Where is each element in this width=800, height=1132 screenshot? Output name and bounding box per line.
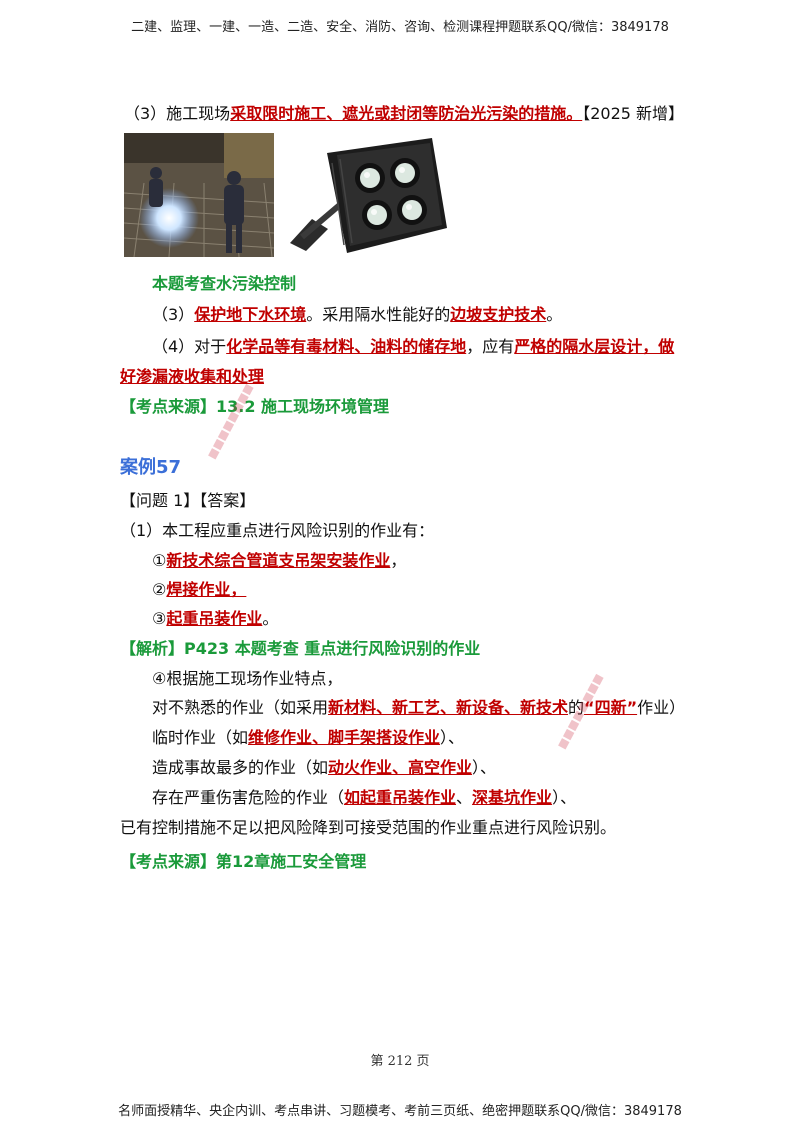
l3-b: ）、 — [472, 758, 497, 777]
floodlight-photo — [282, 133, 454, 257]
answer-tail: 。 — [262, 609, 279, 628]
water-item3-highlight2: 边坡支护技术 — [450, 305, 547, 324]
floodlight-icon — [290, 138, 447, 253]
analysis-line-3: 造成事故最多的作业（如动火作业、高空作业）、 — [152, 757, 496, 779]
case-source: 【考点来源】第12章施工安全管理 — [120, 852, 367, 871]
l3-a: 造成事故最多的作业（如 — [152, 758, 329, 777]
water-item3-end: 。 — [546, 305, 563, 324]
watermark-1: ■■■■■■■■ — [205, 381, 256, 462]
water-item4-highlight: 化学品等有毒材料、油料的储存地 — [226, 337, 467, 356]
analysis-line-2: 临时作业（如维修作业、脚手架搭设作业）、 — [152, 727, 464, 749]
l4-highlight: 如起重吊装作业 — [344, 788, 457, 807]
l1-a: 对不熟悉的作业（如采用 — [152, 698, 329, 717]
answer-text: 起重吊装作业 — [166, 609, 263, 628]
l1-b: 的 — [568, 698, 585, 717]
answer-item-2: ②焊接作业， — [152, 579, 246, 601]
page-footer: 名师面授精华、央企内训、考点串讲、习题模考、考前三页纸、绝密押题联系QQ/微信：… — [118, 1104, 682, 1119]
water-item4-line2: 好渗漏液收集和处理 — [120, 367, 265, 386]
water-source: 【考点来源】13.2 施工现场环境管理 — [120, 397, 390, 416]
case-intro: （1）本工程应重点进行风险识别的作业有： — [120, 521, 435, 540]
water-item4-mid: ，应有 — [466, 337, 515, 356]
analysis-line-1: 对不熟悉的作业（如采用新材料、新工艺、新设备、新技术的“四新”作业） — [152, 697, 685, 719]
analysis-heading: 【解析】P423 本题考查 重点进行风险识别的作业 — [120, 639, 481, 658]
welding-photo — [124, 133, 274, 257]
water-item3-highlight: 保护地下水环境 — [194, 305, 307, 324]
case-question: 【问题 1】【答案】 — [120, 491, 256, 510]
light-pollution-line: （3）施工现场采取限时施工、遮光或封闭等防治光污染的措施。【2025 新增】 — [124, 103, 684, 125]
water-item-4: （4）对于化学品等有毒材料、油料的储存地，应有严格的隔水层设计，做 — [152, 336, 674, 358]
water-item4-highlight2: 严格的隔水层设计，做 — [514, 337, 675, 356]
answer-item-1: ①新技术综合管道支吊架安装作业， — [152, 550, 406, 572]
welding-scene-icon — [124, 133, 274, 257]
l4-b: 、 — [456, 788, 473, 807]
answer-item-3: ③起重吊装作业。 — [152, 608, 278, 630]
water-item3-prefix: （3） — [152, 305, 195, 324]
l4-highlight2: 深基坑作业 — [472, 788, 553, 807]
water-item3-mid: 。采用隔水性能好的 — [306, 305, 451, 324]
point-4: ④根据施工现场作业特点， — [152, 669, 343, 688]
l1-highlight2: “四新” — [584, 698, 638, 717]
answer-tail: ， — [390, 551, 407, 570]
water-item4-prefix: （4）对于 — [152, 337, 227, 356]
l2-b: ）、 — [440, 728, 465, 747]
answer-text: 新技术综合管道支吊架安装作业 — [166, 551, 391, 570]
case-title: 案例57 — [120, 457, 182, 478]
water-topic: 本题考查水污染控制 — [152, 274, 297, 293]
analysis-line-4: 存在严重伤害危险的作业（如起重吊装作业、深基坑作业）、 — [152, 787, 576, 809]
answer-num: ② — [152, 580, 167, 599]
l2-a: 临时作业（如 — [152, 728, 249, 747]
answer-text: 焊接作业， — [166, 580, 247, 599]
analysis-line-5: 已有控制措施不足以把风险降到可接受范围的作业重点进行风险识别。 — [120, 818, 617, 837]
page-header: 二建、监理、一建、一造、二造、安全、消防、咨询、检测课程押题联系QQ/微信：38… — [131, 20, 669, 35]
water-item-3: （3）保护地下水环境。采用隔水性能好的边坡支护技术。 — [152, 304, 562, 326]
light-prefix: （3）施工现场 — [124, 104, 231, 123]
l2-highlight: 维修作业、脚手架搭设作业 — [248, 728, 441, 747]
answer-num: ① — [152, 551, 167, 570]
l1-c: 作业） — [637, 698, 686, 717]
page-number: 第 212 页 — [370, 1054, 430, 1069]
answer-num: ③ — [152, 609, 167, 628]
light-suffix: 【2025 新增】 — [582, 104, 685, 123]
l3-highlight: 动火作业、高空作业 — [328, 758, 473, 777]
light-highlight: 采取限时施工、遮光或封闭等防治光污染的措施。 — [230, 104, 583, 123]
l4-a: 存在严重伤害危险的作业（ — [152, 788, 345, 807]
l1-highlight: 新材料、新工艺、新设备、新技术 — [328, 698, 569, 717]
l4-c: ）、 — [552, 788, 577, 807]
